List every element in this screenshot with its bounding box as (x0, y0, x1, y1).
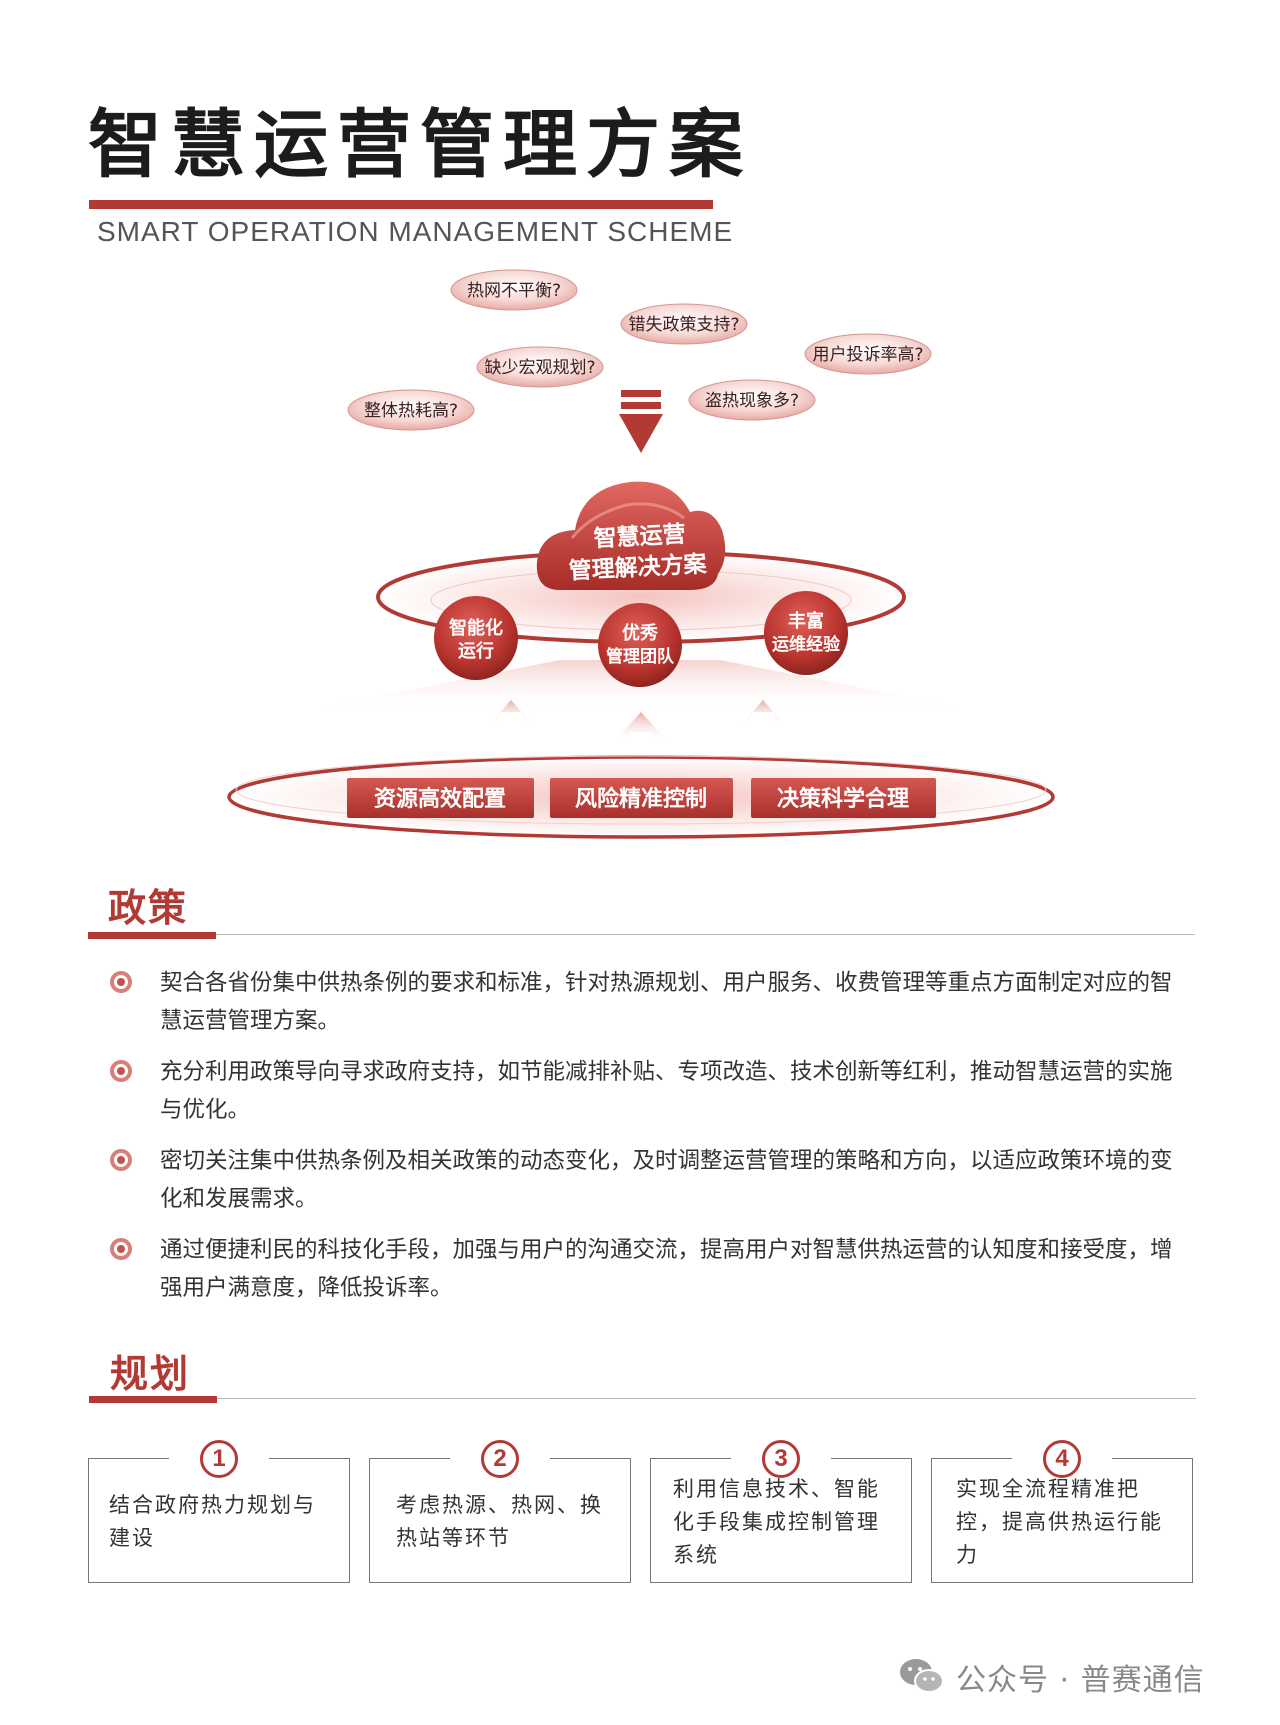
solution-diagram: 热网不平衡? 错失政策支持? 用户投诉率高? 缺少宏观规划? 盗热现象多? 整体… (227, 269, 1055, 839)
feature-circle: 智能化 运行 (434, 596, 518, 680)
plan-step: 1 结合政府热力规划与建设 (88, 1440, 350, 1583)
ring-dot-icon (110, 1149, 132, 1171)
policy-heading: 政策 (108, 886, 189, 930)
base-label: 决策科学合理 (751, 778, 936, 818)
page-title: 智慧运营管理方案 (88, 102, 752, 188)
step-text: 考虑热源、热网、换热站等环节 (396, 1493, 603, 1550)
question-bubble: 整体热耗高? (347, 389, 475, 431)
question-bubble: 盗热现象多? (688, 379, 816, 421)
arrow-up-icon (489, 700, 533, 725)
question-bubble: 热网不平衡? (450, 269, 578, 311)
base-label-text: 决策科学合理 (777, 786, 909, 812)
step-number: 1 (200, 1440, 238, 1478)
watermark-text: 公众号 · 普赛通信 (956, 1663, 1205, 1698)
question-text: 盗热现象多? (705, 391, 799, 411)
question-bubble: 错失政策支持? (620, 303, 748, 345)
step-text: 实现全流程精准把控，提高供热运行能力 (956, 1477, 1163, 1567)
policy-text: 契合各省份集中供热条例的要求和标准，针对热源规划、用户服务、收费管理等重点方面制… (160, 970, 1173, 1034)
step-text: 利用信息技术、智能化手段集成控制管理系统 (673, 1477, 880, 1567)
step-number: 2 (481, 1440, 519, 1478)
plan-step: 4 实现全流程精准把控，提高供热运行能力 (931, 1440, 1193, 1583)
feature-circle: 丰富 运维经验 (764, 591, 848, 675)
question-text: 整体热耗高? (364, 401, 458, 421)
arrow-down-icon (619, 390, 663, 453)
question-bubble: 缺少宏观规划? (476, 346, 604, 388)
feature-circle: 优秀 管理团队 (598, 603, 682, 687)
base-label-text: 风险精准控制 (575, 786, 707, 812)
feature-line2: 运行 (458, 640, 494, 662)
question-text: 缺少宏观规划? (484, 358, 595, 378)
base-label-text: 资源高效配置 (374, 786, 506, 812)
question-text: 用户投诉率高? (812, 345, 923, 365)
cloud-icon (536, 481, 726, 590)
arrow-up-icon (741, 700, 785, 725)
policy-text: 通过便捷利民的科技化手段，加强与用户的沟通交流，提高用户对智慧供热运营的认知度和… (160, 1237, 1173, 1301)
step-number: 4 (1043, 1440, 1081, 1478)
title-underline (89, 200, 713, 209)
policy-heading-underline (88, 932, 216, 939)
feature-line1: 丰富 (788, 610, 824, 632)
base-label: 资源高效配置 (347, 778, 534, 818)
policy-text: 充分利用政策导向寻求政府支持，如节能减排补贴、专项改造、技术创新等红利，推动智慧… (160, 1059, 1173, 1123)
policy-text: 密切关注集中供热条例及相关政策的动态变化，及时调整运营管理的策略和方向，以适应政… (160, 1148, 1173, 1212)
question-text: 错失政策支持? (628, 315, 739, 335)
base-label: 风险精准控制 (550, 778, 733, 818)
ring-dot-icon (110, 971, 132, 993)
plan-step: 2 考虑热源、热网、换热站等环节 (369, 1440, 631, 1583)
feature-line1: 优秀 (622, 622, 658, 644)
step-number: 3 (762, 1440, 800, 1478)
ring-dot-icon (110, 1238, 132, 1260)
question-text: 热网不平衡? (467, 281, 561, 301)
question-bubble: 用户投诉率高? (804, 333, 932, 375)
step-text: 结合政府热力规划与建设 (109, 1493, 316, 1550)
ring-dot-icon (110, 1060, 132, 1082)
arrow-up-icon (614, 712, 668, 742)
planning-heading-underline (89, 1396, 217, 1403)
plan-step: 3 利用信息技术、智能化手段集成控制管理系统 (650, 1440, 912, 1583)
feature-line2: 管理团队 (606, 646, 675, 667)
wechat-icon (900, 1659, 944, 1693)
page-subtitle: SMART OPERATION MANAGEMENT SCHEME (97, 216, 734, 247)
feature-line2: 运维经验 (772, 634, 841, 655)
divider (216, 934, 1195, 935)
feature-line1: 智能化 (449, 617, 503, 639)
divider (217, 1398, 1196, 1399)
cloud-line1: 智慧运营 (593, 521, 686, 553)
planning-heading: 规划 (110, 1352, 191, 1396)
